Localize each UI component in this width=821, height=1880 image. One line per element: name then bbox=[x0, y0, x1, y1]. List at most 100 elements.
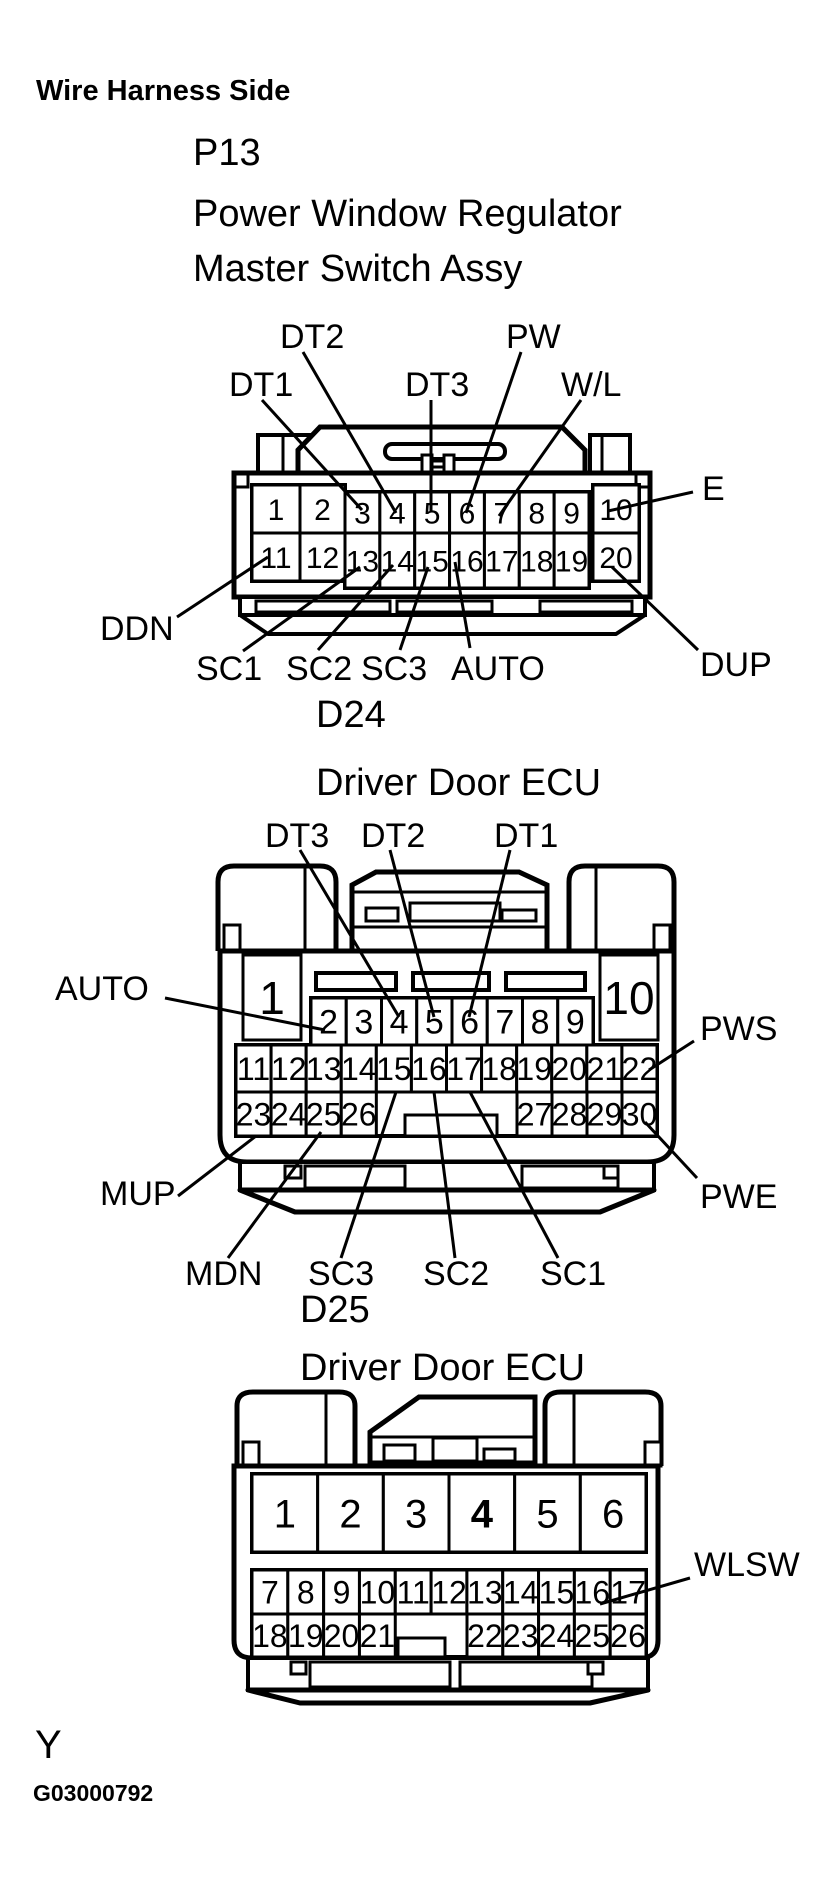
leader-line-PWS-pin22 bbox=[648, 1039, 695, 1072]
d24-ear-right-notch bbox=[652, 923, 672, 953]
pin-number-15: 15 bbox=[539, 1575, 575, 1611]
pin-cell-17 bbox=[444, 1043, 484, 1094]
pin-cell-13 bbox=[304, 1043, 343, 1094]
leader-line-SC1-pin17 bbox=[468, 1091, 560, 1259]
pin-cell-19 bbox=[552, 531, 591, 590]
d24-ear-left-notch bbox=[222, 923, 242, 953]
d25-key-rect-1 bbox=[382, 1443, 417, 1463]
p13-housing-step-left bbox=[234, 473, 250, 489]
pin-cell-11 bbox=[250, 531, 302, 583]
pin-cell-24 bbox=[537, 1612, 576, 1659]
pin-number-24: 24 bbox=[271, 1097, 307, 1133]
d25-title-line1: Driver Door ECU bbox=[300, 1347, 585, 1389]
pin-number-21: 21 bbox=[360, 1618, 396, 1654]
leader-line-SC2-pin16 bbox=[432, 1091, 457, 1259]
pin-cell-17 bbox=[482, 531, 521, 590]
pin-cell-15 bbox=[374, 1043, 413, 1094]
pin-cell-18 bbox=[517, 531, 556, 590]
pin-number-27: 27 bbox=[517, 1097, 553, 1133]
leader-line-WLSW-pin16 bbox=[599, 1576, 691, 1606]
pin-number-6: 6 bbox=[602, 1492, 624, 1536]
pin-number-3: 3 bbox=[354, 1004, 373, 1042]
pin-number-20: 20 bbox=[324, 1618, 360, 1654]
pin-number-4: 4 bbox=[471, 1492, 494, 1536]
leader-line-W/L-pin7 bbox=[497, 399, 583, 517]
pin-number-6: 6 bbox=[460, 1004, 479, 1042]
pin-cell-11 bbox=[393, 1568, 433, 1616]
pin-number-5: 5 bbox=[425, 1004, 444, 1042]
pin-number-16: 16 bbox=[411, 1051, 447, 1087]
pin-number-25: 25 bbox=[575, 1618, 611, 1654]
pin-number-12: 12 bbox=[431, 1575, 467, 1611]
pin-cell-10 bbox=[598, 953, 660, 1042]
pin-cell-2 bbox=[298, 483, 347, 535]
pin-number-18: 18 bbox=[481, 1051, 517, 1087]
leader-line-AUTO-pin2 bbox=[164, 996, 326, 1032]
pin-cell-26 bbox=[339, 1090, 378, 1138]
pin-number-1: 1 bbox=[259, 972, 285, 1024]
pin-number-1: 1 bbox=[274, 1492, 296, 1536]
p13-title-line2: Master Switch Assy bbox=[193, 248, 522, 290]
pin-number-1: 1 bbox=[268, 494, 285, 527]
pin-number-11: 11 bbox=[397, 1575, 430, 1611]
d24-flange-recess-1 bbox=[303, 1164, 407, 1190]
pin-number-22: 22 bbox=[467, 1618, 503, 1654]
pin-label-SC2: SC2 bbox=[423, 1255, 489, 1293]
pin-number-19: 19 bbox=[555, 545, 588, 578]
d25-flange-tab-2 bbox=[586, 1660, 605, 1676]
pin-number-5: 5 bbox=[424, 497, 441, 530]
pin-cell-15 bbox=[413, 531, 452, 590]
pin-number-3: 3 bbox=[405, 1492, 427, 1536]
pin-cell-5 bbox=[415, 996, 454, 1047]
pin-label-DT2: DT2 bbox=[361, 817, 425, 855]
pin-number-17: 17 bbox=[485, 545, 518, 578]
pin-cell-14 bbox=[339, 1043, 378, 1094]
pin-number-2: 2 bbox=[314, 494, 331, 527]
pin-number-10: 10 bbox=[360, 1575, 396, 1611]
leader-line-SC3-pin15 bbox=[398, 566, 430, 651]
p13-flange-recess-1 bbox=[254, 599, 392, 614]
connector-p13: P13 Power Window Regulator Master Switch… bbox=[100, 132, 772, 688]
pin-number-8: 8 bbox=[297, 1575, 315, 1611]
d24-slot-3 bbox=[504, 971, 587, 992]
d24-key-rect-2 bbox=[408, 901, 502, 923]
pin-label-DDN: DDN bbox=[100, 610, 174, 648]
p13-flange-recess-2 bbox=[395, 599, 494, 614]
pin-number-13: 13 bbox=[306, 1051, 342, 1087]
pin-number-29: 29 bbox=[587, 1097, 623, 1133]
pin-number-15: 15 bbox=[415, 545, 448, 578]
pin-number-7: 7 bbox=[495, 1004, 514, 1042]
leader-line-SC1-pin13 bbox=[242, 565, 361, 653]
leader-line-DT2-pin5 bbox=[388, 849, 436, 1018]
pin-number-18: 18 bbox=[252, 1618, 288, 1654]
pin-number-23: 23 bbox=[503, 1618, 539, 1654]
pin-number-30: 30 bbox=[622, 1097, 658, 1133]
pin-number-14: 14 bbox=[341, 1051, 377, 1087]
pin-number-10: 10 bbox=[603, 972, 654, 1024]
pin-cell-13 bbox=[465, 1568, 505, 1616]
leader-line-DUP-pin20 bbox=[610, 565, 700, 652]
pin-number-4: 4 bbox=[390, 1004, 409, 1042]
d24-title-line1: Driver Door ECU bbox=[316, 762, 601, 804]
leader-line-DDN-pin11 bbox=[176, 555, 269, 619]
d24-key-rect-3 bbox=[500, 908, 538, 923]
page-title: Wire Harness Side bbox=[36, 75, 290, 107]
pin-label-DT1: DT1 bbox=[494, 817, 558, 855]
pin-number-16: 16 bbox=[450, 545, 483, 578]
leader-line-PW-pin6 bbox=[464, 351, 523, 514]
pin-number-11: 11 bbox=[237, 1051, 270, 1087]
pin-label-W/L: W/L bbox=[561, 366, 621, 404]
pin-number-26: 26 bbox=[341, 1097, 377, 1133]
pin-label-AUTO: AUTO bbox=[451, 650, 545, 688]
pin-cell-8 bbox=[286, 1568, 326, 1616]
leader-line-DT1-pin6 bbox=[467, 849, 512, 1018]
pin-number-12: 12 bbox=[306, 542, 339, 575]
pin-number-19: 19 bbox=[516, 1051, 552, 1087]
pin-cell-2 bbox=[316, 1472, 385, 1554]
p13-flange-recess-3 bbox=[538, 599, 634, 614]
